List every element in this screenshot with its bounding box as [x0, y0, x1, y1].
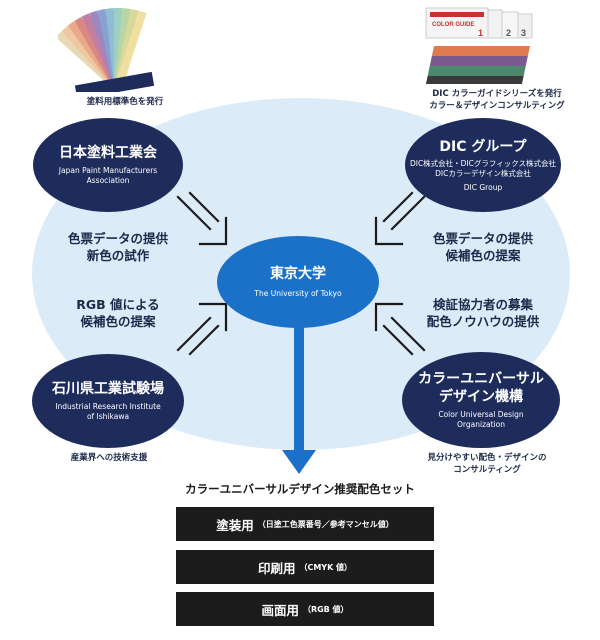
arrow-lower-left [176, 302, 228, 356]
node-jpma-title: 日本塗料工業会 [59, 145, 157, 161]
cudo-caption: 見分けやすい配色・デザインの コンサルティング [404, 452, 570, 476]
node-utokyo-en: The University of Tokyo [254, 289, 342, 298]
node-dic-title: DIC グループ [439, 138, 527, 155]
node-iri: 石川県工業試験場 Industrial Research Institute o… [32, 354, 184, 448]
bar-paint-sub: （日塗工色票番号／参考マンセル値） [257, 519, 394, 529]
flow-upper-right-line-1: 色票データの提供 [432, 231, 533, 246]
flow-lower-right-line-2: 配色ノウハウの提供 [426, 314, 540, 329]
arrow-upper-right [374, 191, 426, 246]
node-jpma-en: Japan Paint Manufacturers Association [59, 166, 157, 186]
node-dic-sub-line-1: DIC株式会社・DICグラフィックス株式会社 [409, 158, 557, 168]
color-guide-label: COLOR GUIDE [432, 22, 474, 28]
fan-cover [74, 71, 155, 92]
bar-print-sub: （CMYK 値） [299, 562, 353, 572]
node-iri-title: 石川県工業試験場 [52, 381, 164, 397]
arrow-upper-left [176, 191, 228, 246]
arrow-lower-right [374, 302, 426, 356]
bar-print: 印刷用 （CMYK 値） [176, 550, 434, 584]
dic-caption: DIC カラーガイドシリーズを発行 カラー＆デザインコンサルティング [408, 88, 586, 112]
node-dic-en: DIC Group [463, 182, 503, 192]
node-cudo-en-line-2: Organization [457, 420, 505, 429]
dic-caption-line-1: DIC カラーガイドシリーズを発行 [432, 89, 562, 99]
flow-lower-right: 検証協力者の募集 配色ノウハウの提供 [410, 296, 556, 330]
node-iri-en-line-1: Industrial Research Institute [55, 402, 161, 411]
color-guide-image: COLOR GUIDE 1 2 3 [425, 7, 533, 84]
iri-caption: 産業界への技術支援 [70, 453, 148, 463]
node-cudo-title: カラーユニバーサル デザイン機構 [418, 370, 544, 406]
flow-upper-left: 色票データの提供 新色の試作 [54, 230, 182, 264]
node-cudo-title-line-2: デザイン機構 [438, 389, 523, 405]
bar-print-main: 印刷用 [257, 560, 296, 576]
swatch-fan-image [58, 8, 155, 92]
set-title: カラーユニバーサルデザイン推奨配色セット [185, 482, 415, 496]
color-guide-number-3: 3 [521, 28, 526, 38]
dic-caption-line-2: カラー＆デザインコンサルティング [429, 101, 565, 111]
jpma-caption: 塗料用標準色を発行 [86, 97, 164, 107]
flow-lower-left: RGB 値による 候補色の提案 [54, 296, 182, 330]
swatch-books [425, 46, 530, 84]
cudo-caption-line-1: 見分けやすい配色・デザインの [427, 453, 547, 463]
color-guide-number-2: 2 [506, 28, 511, 38]
node-cudo-en-line-1: Color Universal Design [438, 410, 524, 419]
flow-upper-left-line-1: 色票データの提供 [67, 231, 168, 246]
bar-screen: 画面用 （RGB 値） [176, 592, 434, 626]
cudo-caption-line-2: コンサルティング [453, 465, 521, 475]
node-cudo-title-line-1: カラーユニバーサル [418, 371, 544, 387]
bar-screen-main: 画面用 [261, 602, 299, 618]
bar-paint-main: 塗装用 [216, 517, 254, 533]
node-utokyo: 東京大学 The University of Tokyo [217, 236, 379, 328]
flow-upper-right: 色票データの提供 候補色の提案 [418, 230, 548, 264]
arrow-down-to-set [282, 318, 316, 474]
node-dic: DIC グループ DIC株式会社・DICグラフィックス株式会社 DICカラーデザ… [405, 118, 561, 212]
bar-paint: 塗装用 （日塗工色票番号／参考マンセル値） [176, 507, 434, 541]
node-iri-en: Industrial Research Institute of Ishikaw… [55, 402, 161, 422]
flow-lower-left-line-1: RGB 値による [76, 297, 160, 312]
flow-upper-left-line-2: 新色の試作 [86, 248, 150, 263]
bar-screen-sub: （RGB 値） [302, 604, 349, 614]
flow-lower-left-line-2: 候補色の提案 [80, 314, 156, 329]
node-jpma-en-line-2: Association [86, 176, 130, 185]
flow-lower-right-line-1: 検証協力者の募集 [432, 297, 533, 312]
fan-blades [58, 8, 147, 91]
node-iri-en-line-2: of Ishikawa [86, 412, 130, 421]
node-jpma-en-line-1: Japan Paint Manufacturers [58, 166, 158, 175]
node-utokyo-title: 東京大学 [270, 266, 326, 282]
node-jpma: 日本塗料工業会 Japan Paint Manufacturers Associ… [33, 118, 183, 212]
node-dic-sub: DIC株式会社・DICグラフィックス株式会社 DICカラーデザイン株式会社 [410, 159, 556, 179]
node-cudo-en: Color Universal Design Organization [438, 410, 523, 430]
node-dic-sub-line-2: DICカラーデザイン株式会社 [435, 168, 531, 178]
flow-upper-right-line-2: 候補色の提案 [445, 248, 521, 263]
color-guide-number-1: 1 [478, 28, 483, 38]
node-cudo: カラーユニバーサル デザイン機構 Color Universal Design … [402, 352, 560, 448]
